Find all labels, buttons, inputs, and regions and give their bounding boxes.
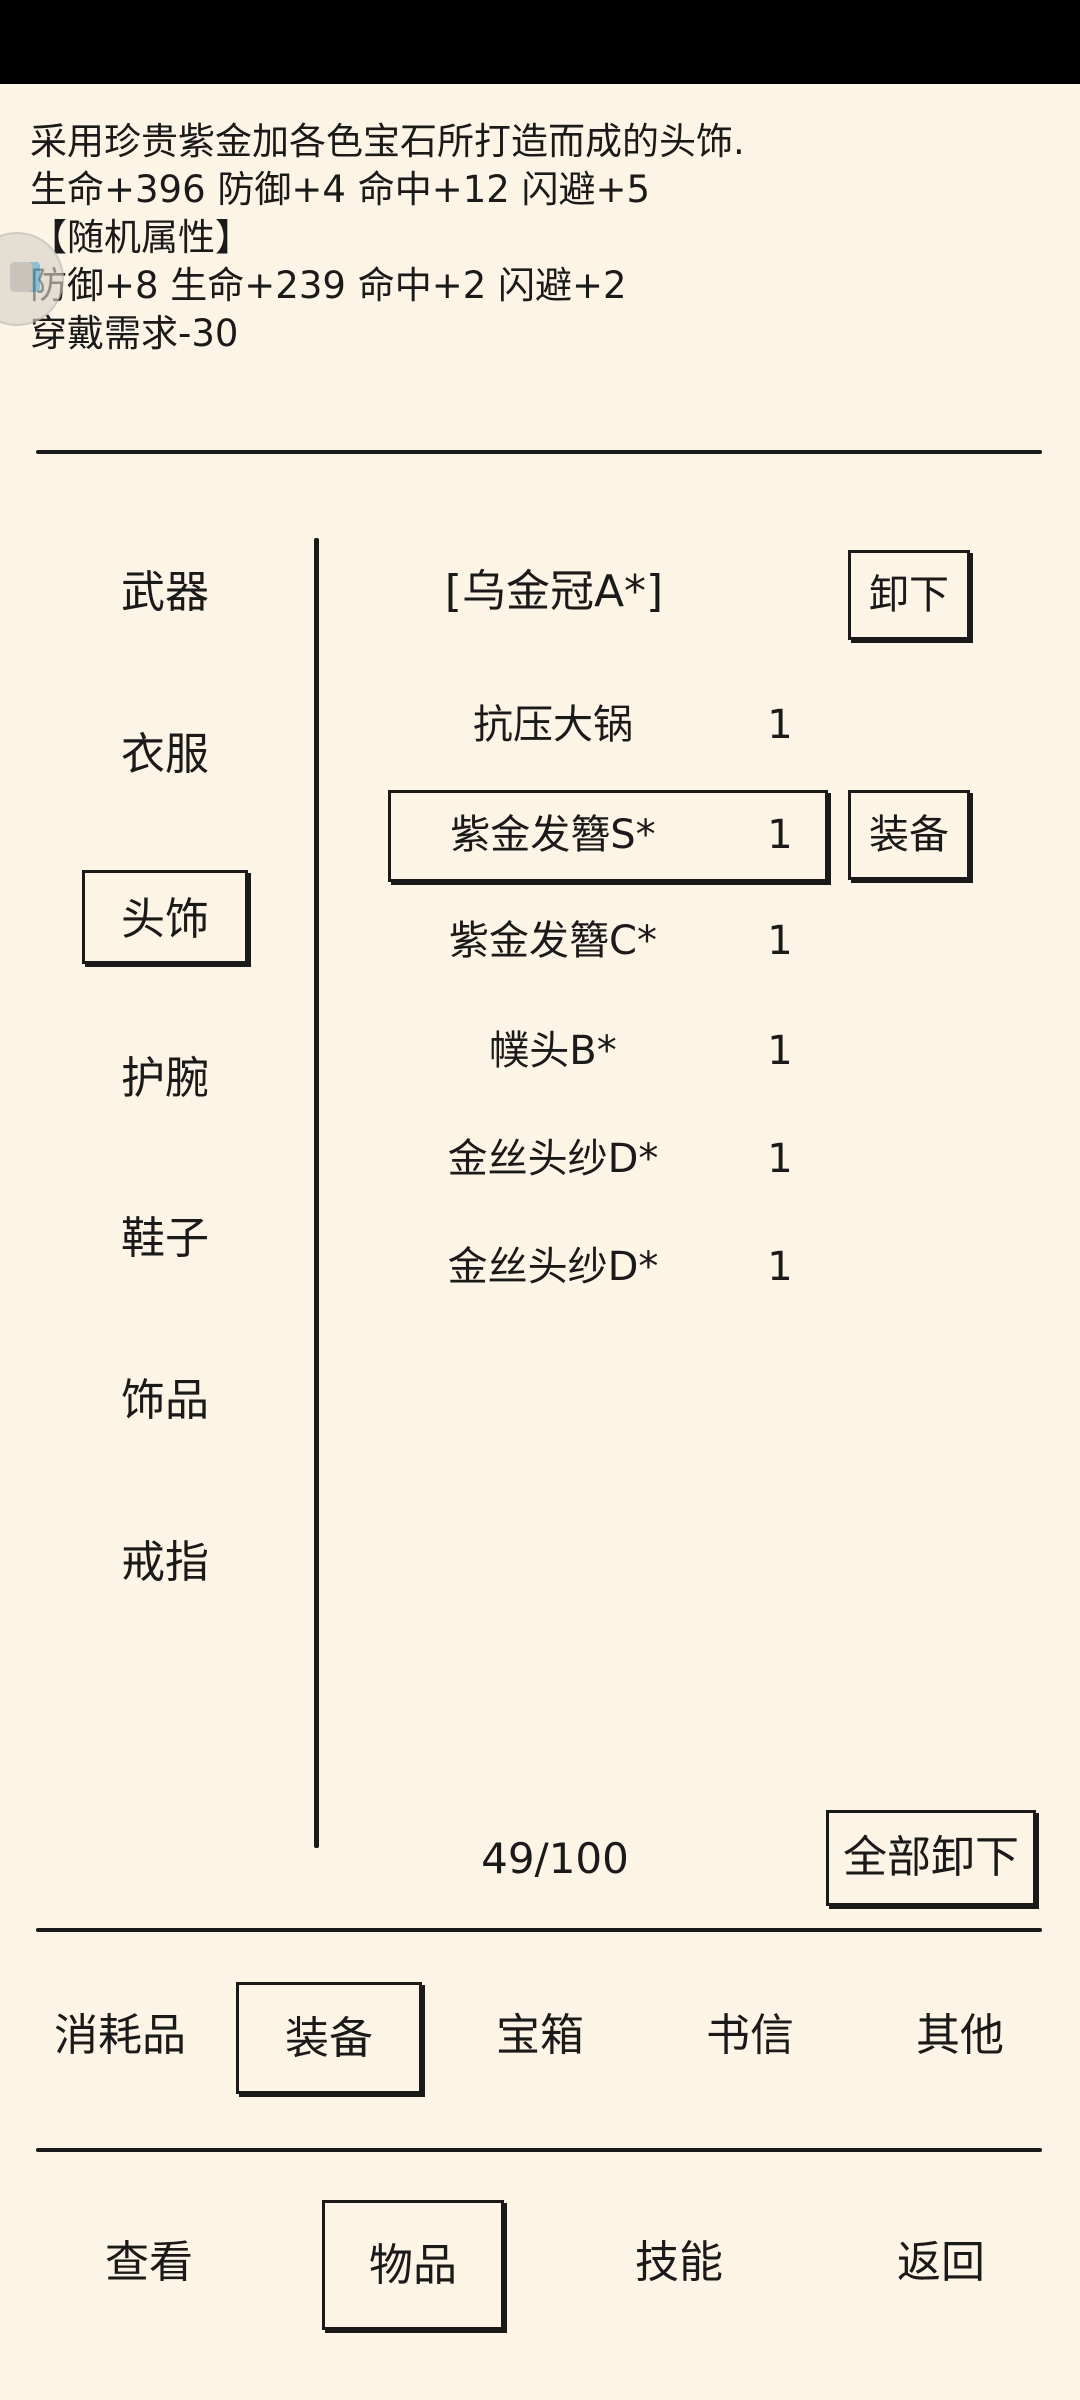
item-quantity: 1 — [767, 1244, 793, 1290]
divider-nav-top — [36, 2148, 1042, 2152]
description-flavor: 采用珍贵紫金加各色宝石所打造而成的头饰. — [30, 120, 745, 163]
description-base-stats: 生命+396 防御+4 命中+12 闪避+5 — [30, 168, 651, 211]
description-random-header: 【随机属性】 — [30, 216, 252, 259]
equipped-item-name: [乌金冠A*] — [444, 566, 664, 617]
divider-tabs-top — [36, 1928, 1042, 1932]
category-headwear[interactable]: 头饰 — [82, 870, 248, 964]
item-description: 采用珍贵紫金加各色宝石所打造而成的头饰. 生命+396 防御+4 命中+12 闪… — [30, 118, 1050, 358]
item-name[interactable]: 金丝头纱D* — [447, 1244, 659, 1290]
status-bar — [0, 0, 1080, 84]
divider-vertical — [314, 538, 319, 1848]
nav-view[interactable]: 查看 — [105, 2237, 193, 2288]
unequip-button[interactable]: 卸下 — [848, 550, 970, 640]
unequip-all-button[interactable]: 全部卸下 — [826, 1810, 1036, 1906]
category-weapon[interactable]: 武器 — [121, 567, 209, 618]
category-bracer[interactable]: 护腕 — [121, 1053, 209, 1104]
item-name-selected[interactable]: 紫金发簪S* — [450, 812, 656, 858]
tab-equipment[interactable]: 装备 — [236, 1982, 422, 2094]
item-quantity: 1 — [767, 1136, 793, 1182]
equip-button[interactable]: 装备 — [848, 790, 970, 880]
item-quantity: 1 — [767, 702, 793, 748]
tab-consumables[interactable]: 消耗品 — [54, 2010, 186, 2061]
tab-letters[interactable]: 书信 — [706, 2010, 794, 2061]
divider-top — [36, 450, 1042, 454]
item-name[interactable]: 紫金发簪C* — [449, 918, 657, 964]
inventory-capacity: 49/100 — [481, 1834, 629, 1883]
nav-back[interactable]: 返回 — [897, 2237, 985, 2288]
item-quantity: 1 — [767, 918, 793, 964]
nav-skills[interactable]: 技能 — [635, 2237, 723, 2288]
category-shoes[interactable]: 鞋子 — [121, 1213, 209, 1264]
item-name[interactable]: 抗压大锅 — [473, 702, 633, 748]
tab-chests[interactable]: 宝箱 — [496, 2010, 584, 2061]
item-quantity: 1 — [767, 812, 793, 858]
category-ring[interactable]: 戒指 — [121, 1537, 209, 1588]
tab-other[interactable]: 其他 — [916, 2010, 1004, 2061]
description-requirement: 穿戴需求-30 — [30, 312, 239, 355]
category-clothes[interactable]: 衣服 — [121, 729, 209, 780]
item-name[interactable]: 幞头B* — [489, 1028, 617, 1074]
description-random-stats: 防御+8 生命+239 命中+2 闪避+2 — [30, 264, 627, 307]
category-accessory[interactable]: 饰品 — [121, 1375, 209, 1426]
selected-item-highlight — [388, 790, 828, 882]
nav-items[interactable]: 物品 — [322, 2200, 504, 2330]
item-quantity: 1 — [767, 1028, 793, 1074]
item-name[interactable]: 金丝头纱D* — [447, 1136, 659, 1182]
